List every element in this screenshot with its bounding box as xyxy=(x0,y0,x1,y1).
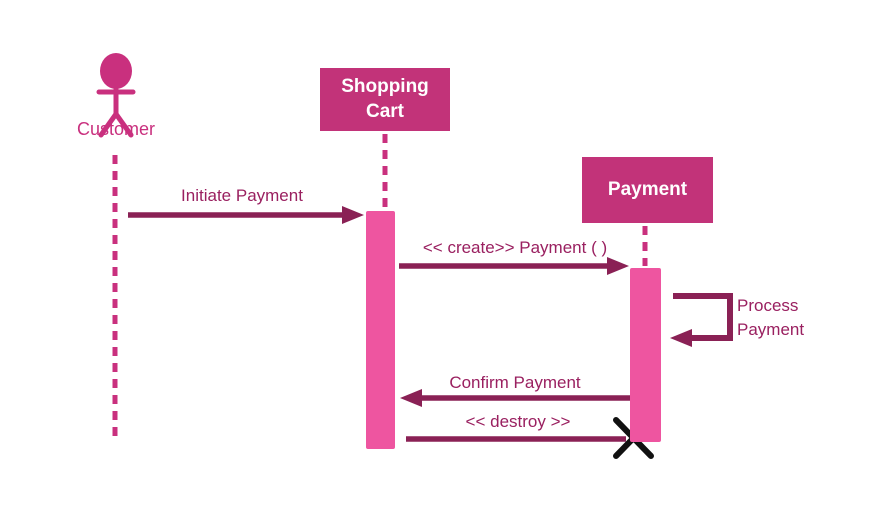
create-payment-label: << create>> Payment ( ) xyxy=(422,238,608,257)
shopping-cart-activation-bar xyxy=(366,211,395,449)
initiate-payment-arrow xyxy=(128,206,364,224)
confirm-payment-label: Confirm Payment xyxy=(449,373,581,392)
destroy-label: << destroy >> xyxy=(465,412,571,431)
process-payment-self-loop xyxy=(670,293,733,347)
payment-activation-bar xyxy=(630,268,661,442)
payment-label: Payment xyxy=(607,178,688,200)
customer-label: Customer xyxy=(76,119,156,139)
shopping-cart-box: Shopping Cart xyxy=(320,68,450,131)
customer-actor-icon xyxy=(96,53,136,138)
initiate-payment-label: Initiate Payment xyxy=(181,186,303,205)
payment-box: Payment xyxy=(582,157,713,223)
process-payment-label: Process Payment xyxy=(737,296,805,339)
confirm-payment-arrow xyxy=(400,389,630,407)
create-payment-arrow xyxy=(399,257,629,275)
shopping-cart-label: Shopping Cart xyxy=(341,75,429,122)
